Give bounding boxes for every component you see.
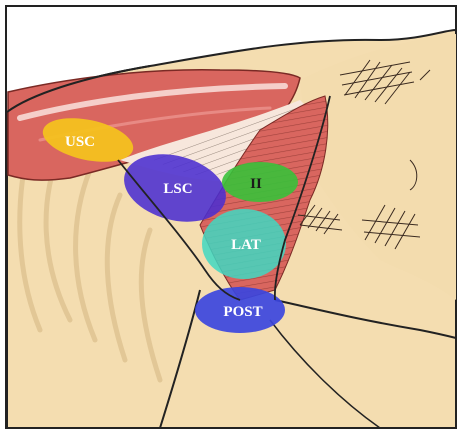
region-lat-label: LAT — [231, 237, 261, 253]
region-post-label: POST — [223, 304, 262, 320]
region-lsc-label: LSC — [163, 181, 192, 197]
region-ii-label: II — [250, 176, 262, 192]
region-post: POST — [195, 287, 285, 333]
region-ii: II — [222, 162, 298, 202]
region-usc-label: USC — [65, 134, 95, 150]
region-lat: LAT — [202, 209, 286, 279]
